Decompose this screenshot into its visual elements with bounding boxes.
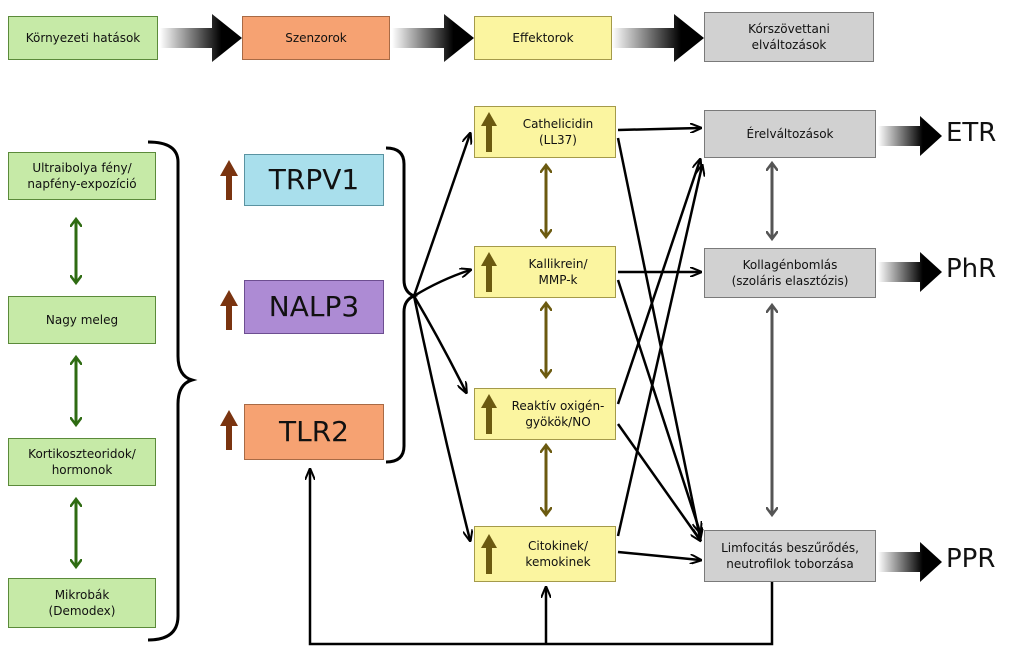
header-flow-arrows <box>160 14 704 62</box>
sensors-brace <box>385 146 419 464</box>
trigger-corticosteroids-box: Kortikoszteoridok/ hormonok <box>8 438 156 486</box>
effector-cytokines-line1: Citokinek/ <box>527 538 589 553</box>
header-pathology-line1: Kórszövettani <box>748 21 830 36</box>
pathology-lymphocyte-line2: neutrofilok toborzása <box>726 557 854 571</box>
effector-cathelicidin-line2: (LL37) <box>538 133 577 147</box>
trigger-microbes-box: Mikrobák (Demodex) <box>8 578 156 628</box>
pathology-lymphocyte-line1: Limfocitás beszűrődés, <box>721 540 859 555</box>
trigger-microbes-line1: Mikrobák <box>54 587 110 602</box>
header-pathology-box: Kórszövettani elváltozások <box>704 12 874 62</box>
sensor-trpv1-label: TRPV1 <box>268 163 360 197</box>
trigger-uv-box: Ultraibolya fény/ napfény-expozíció <box>8 152 156 200</box>
effector-cytokines-box: Citokinek/ kemokinek <box>474 526 616 582</box>
outcome-etr: ETR <box>946 118 997 148</box>
outcome-ppr: PPR <box>946 544 996 574</box>
triggers-brace <box>147 140 198 642</box>
up-arrow-icon <box>220 290 238 330</box>
header-environmental-label: Környezeti hatások <box>25 30 141 45</box>
header-environmental-box: Környezeti hatások <box>8 16 158 60</box>
effector-kallikrein-box: Kallikrein/ MMP-k <box>474 246 616 298</box>
header-effectors-label: Effektorok <box>512 30 574 45</box>
sensor-tlr2-box: TLR2 <box>244 404 384 460</box>
trigger-heat-label: Nagy meleg <box>45 312 119 327</box>
pathology-vascular-box: Érelváltozások <box>704 110 876 158</box>
sensor-upregulation-arrows <box>220 160 238 450</box>
pathology-collagen-box: Kollagénbomlás (szoláris elasztózis) <box>704 248 876 298</box>
trigger-corticosteroids-line1: Kortikoszteoridok/ <box>28 446 136 461</box>
up-arrow-icon <box>481 112 497 152</box>
trigger-uv-line2: napfény-expozíció <box>27 177 137 191</box>
pathology-collagen-line1: Kollagénbomlás <box>742 257 838 272</box>
effector-ros-line1: Reaktív oxigén- <box>511 398 605 413</box>
trigger-microbes-line2: (Demodex) <box>48 604 116 618</box>
up-arrow-icon <box>481 534 497 574</box>
effector-cathelicidin-box: Cathelicidin (LL37) <box>474 106 616 158</box>
header-sensors-box: Szenzorok <box>242 16 390 60</box>
effector-ros-box: Reaktív oxigén- gyökök/NO <box>474 388 616 440</box>
header-sensors-label: Szenzorok <box>285 30 347 45</box>
up-arrow-icon <box>220 410 238 450</box>
effector-kallikrein-line1: Kallikrein/ <box>528 256 588 271</box>
trigger-uv-line1: Ultraibolya fény/ <box>32 160 132 175</box>
outcome-arrows <box>878 116 942 582</box>
sensor-nalp3-label: NALP3 <box>268 290 360 324</box>
sensor-trpv1-box: TRPV1 <box>244 154 384 206</box>
effector-pathology-arrows <box>616 128 702 560</box>
trigger-heat-box: Nagy meleg <box>8 296 156 344</box>
effector-cytokines-line2: kemokinek <box>525 555 591 569</box>
effector-kallikrein-line2: MMP-k <box>538 273 578 287</box>
pathology-collagen-line2: (szoláris elasztózis) <box>731 274 849 288</box>
outcome-phr: PhR <box>946 254 997 284</box>
up-arrow-icon <box>220 160 238 200</box>
effector-ros-line2: gyökök/NO <box>525 415 591 429</box>
up-arrow-icon <box>481 394 497 434</box>
effector-cathelicidin-line1: Cathelicidin <box>522 116 594 131</box>
header-effectors-box: Effektorok <box>474 16 612 60</box>
sensor-nalp3-box: NALP3 <box>244 280 384 334</box>
header-pathology-line2: elváltozások <box>751 38 827 52</box>
up-arrow-icon <box>481 252 497 292</box>
feedback-loop <box>310 470 774 646</box>
sensor-tlr2-label: TLR2 <box>279 415 349 449</box>
trigger-corticosteroids-line2: hormonok <box>51 463 113 477</box>
sensor-effector-arrows <box>412 134 470 540</box>
pathology-lymphocyte-box: Limfocitás beszűrődés, neutrofilok tobor… <box>704 530 876 582</box>
pathology-vascular-label: Érelváltozások <box>746 126 834 141</box>
